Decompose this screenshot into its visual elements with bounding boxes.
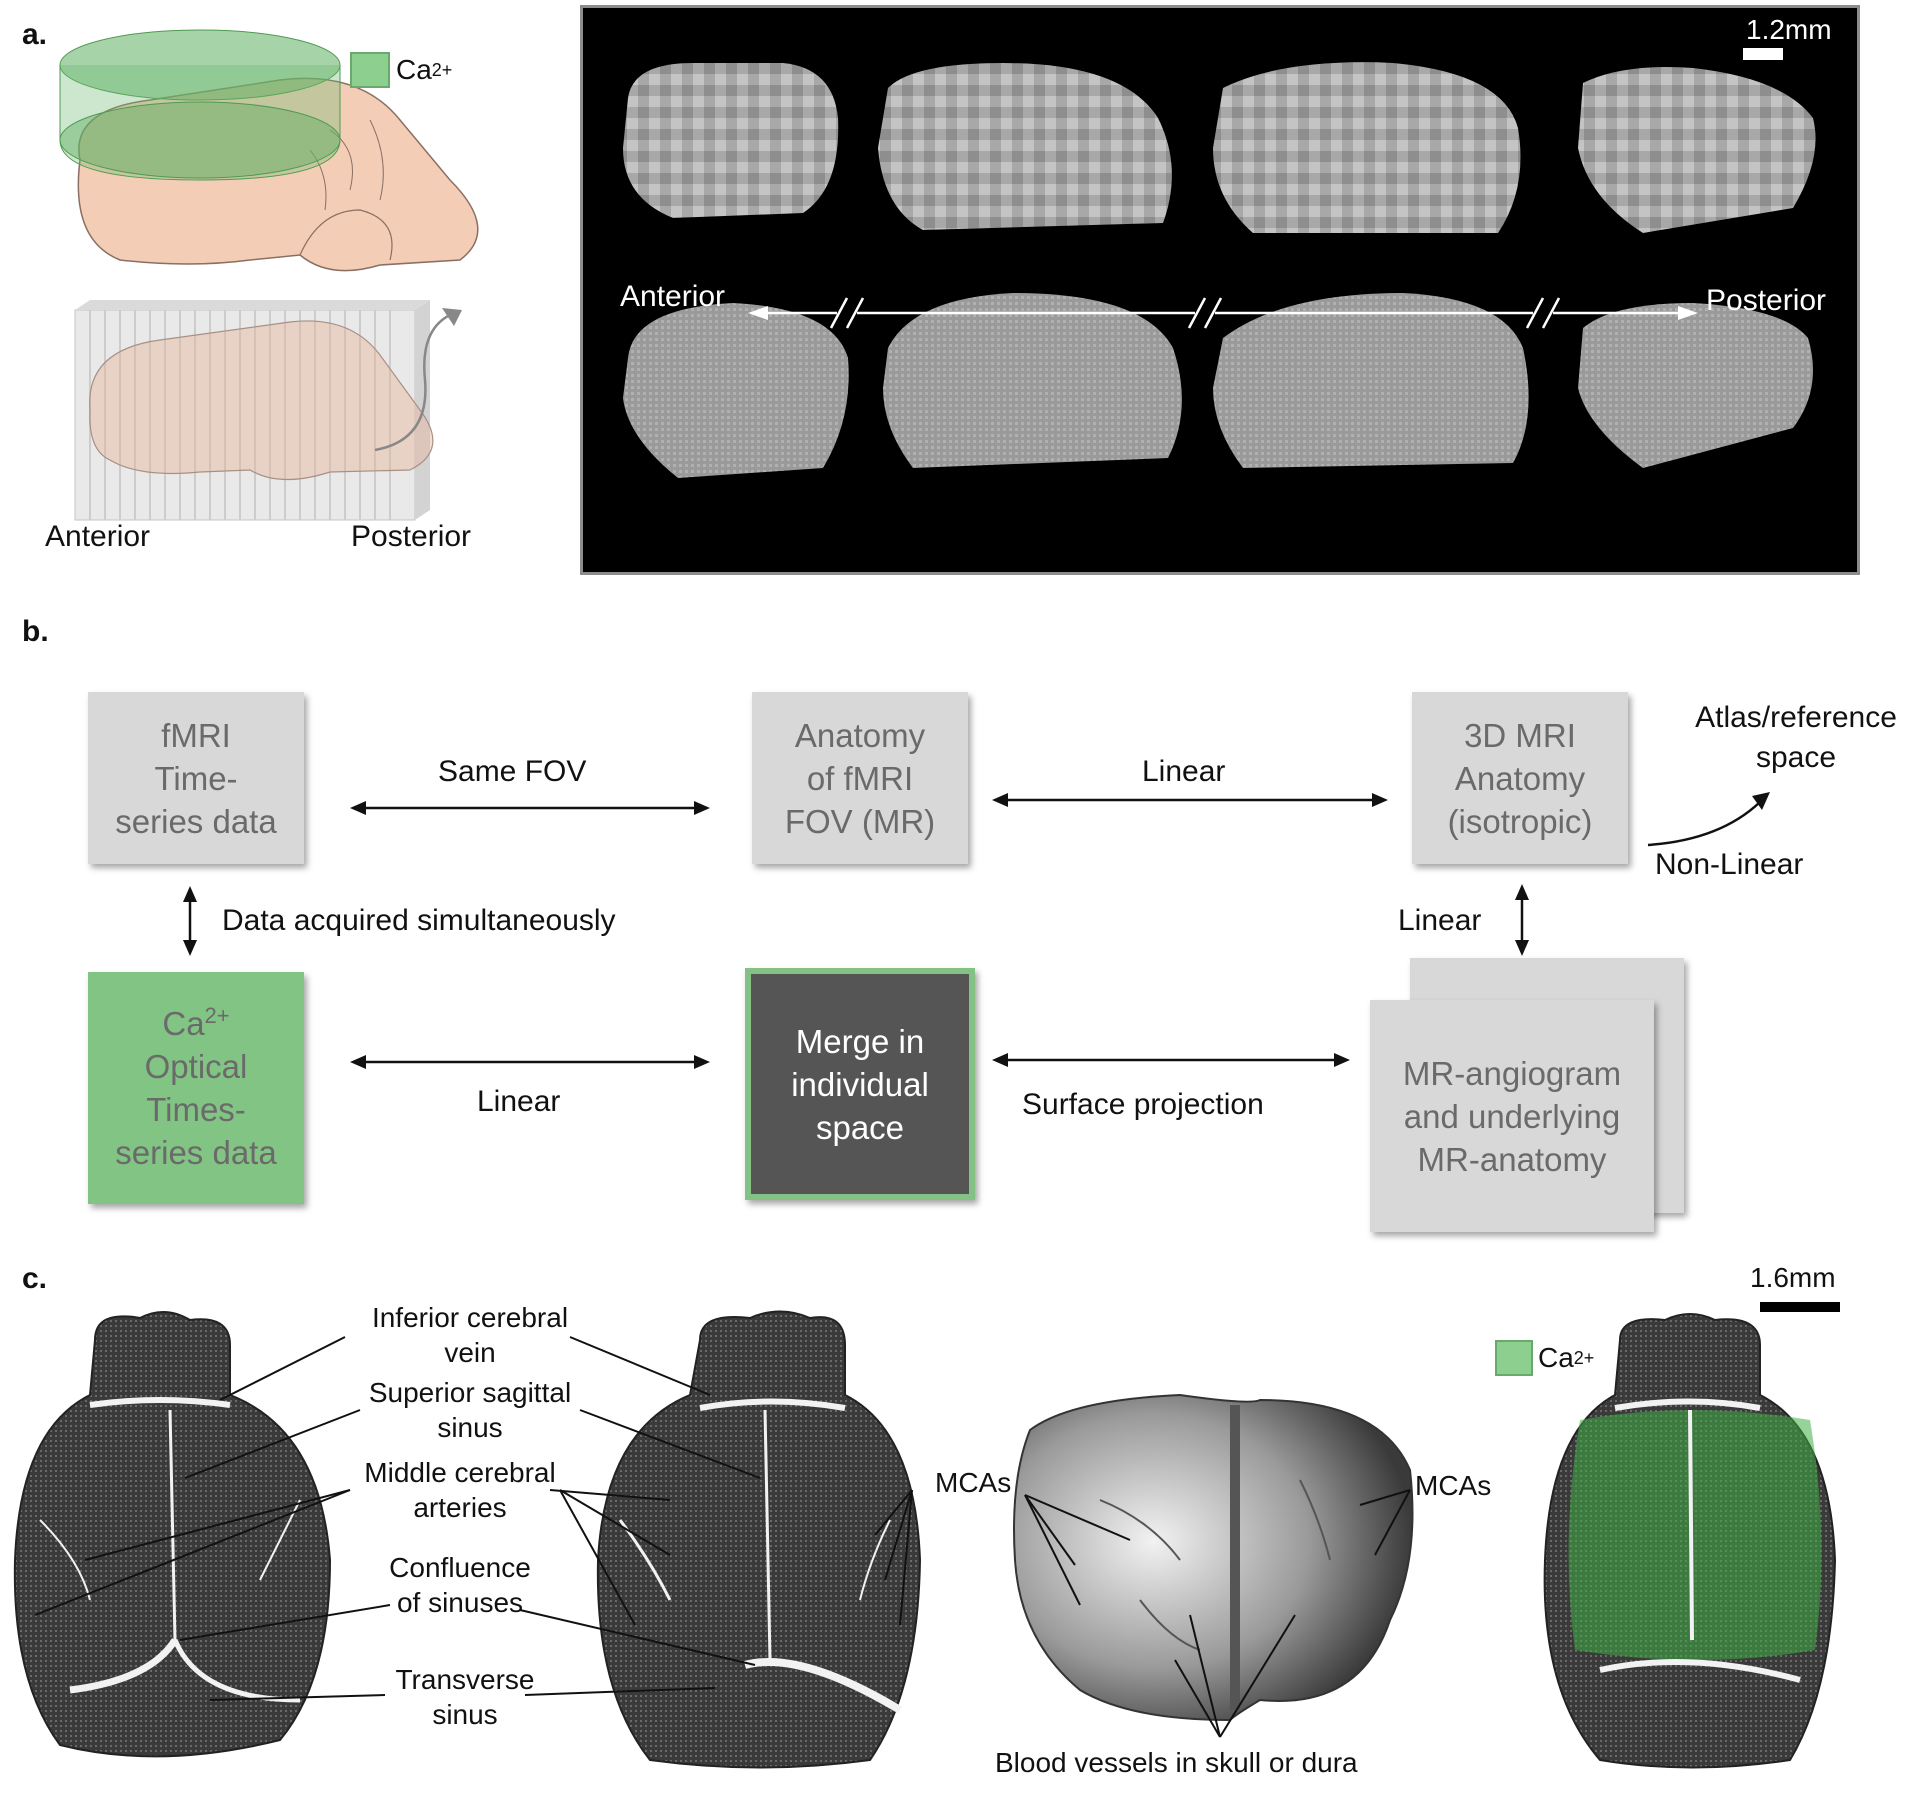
left-anterior-label: Anterior: [45, 520, 151, 553]
box-ca-sup: 2+: [204, 1003, 230, 1028]
label-superior-sagittal-sinus: Superior sagittal sinus: [368, 1377, 572, 1443]
angiogram-brain-2: [596, 1310, 922, 1769]
edge-simultaneous: Data acquired simultaneously: [222, 904, 616, 937]
edge-atlas: Atlas/reference space: [1695, 701, 1897, 774]
box-ca-optical: Ca2+ Optical Times- series data: [88, 972, 304, 1204]
vascular-images: [13, 1302, 1840, 1769]
label-blood-vessels: Blood vessels in skull or dura: [995, 1747, 1358, 1778]
label-mcas-left: MCAs: [935, 1467, 1012, 1498]
ca-legend-label: Ca: [396, 54, 432, 85]
box-fmri-timeseries: fMRI Time- series data: [88, 692, 304, 864]
label-inferior-cerebral-vein: Inferior cerebral vein: [371, 1302, 569, 1368]
box-ca-prefix: Ca: [162, 1005, 205, 1042]
edge-non-linear: Non-Linear: [1655, 848, 1804, 881]
panel-a-label: a.: [22, 18, 48, 51]
workflow-arrows: [183, 792, 1770, 1069]
box-angiogram-text: MR-angiogram and underlying MR-anatomy: [1402, 1054, 1622, 1178]
panel-c-ca-sup: 2+: [1573, 1347, 1595, 1368]
box-anatomy-fov: Anatomy of fMRI FOV (MR): [752, 692, 968, 864]
edge-same-fov: Same FOV: [438, 755, 587, 788]
mri-scale-label: 1.2mm: [1746, 14, 1832, 45]
box-ca-text: Ca2+ Optical Times- series data: [115, 1002, 276, 1174]
panel-c-ca-swatch: [1495, 1340, 1533, 1376]
brain-with-imaging-volume: [59, 29, 479, 272]
panel-c-scale-label: 1.6mm: [1750, 1262, 1836, 1293]
optical-brain: [1013, 1393, 1414, 1722]
box-ca-rest: Optical Times- series data: [115, 1048, 277, 1171]
angiogram-brain-1: [13, 1311, 332, 1758]
box-merge: Merge in individual space: [745, 968, 975, 1200]
box-3d-mri: 3D MRI Anatomy (isotropic): [1412, 692, 1628, 864]
label-confluence-of-sinuses: Confluence of sinuses: [389, 1552, 531, 1618]
fmri-slice-row: [623, 62, 1816, 234]
panel-b-label: b.: [22, 615, 49, 648]
box-3d-mri-text: 3D MRI Anatomy (isotropic): [1447, 716, 1593, 840]
box-fmri-text: fMRI Time- series data: [115, 716, 277, 840]
mri-posterior-label: Posterior: [1706, 284, 1827, 317]
edge-surface-projection: Surface projection: [1022, 1088, 1264, 1121]
edge-linear-right: Linear: [1398, 904, 1482, 937]
box-merge-text: Merge in individual space: [791, 1022, 929, 1146]
label-middle-cerebral-arteries: Middle cerebral arteries: [364, 1457, 556, 1523]
label-mcas-right: MCAs: [1415, 1470, 1492, 1501]
mri-slices: [623, 48, 1816, 478]
annotation-lines: [34, 1336, 1411, 1738]
mri-scale-bar: [1743, 48, 1783, 60]
anterior-posterior-axis: [748, 306, 1698, 320]
coronal-slice-stack: [74, 300, 434, 521]
ca-legend-sup: 2+: [431, 59, 453, 80]
panel-c-ca-label: Ca: [1538, 1342, 1574, 1373]
overlay-brain: [1543, 1313, 1837, 1769]
box-anatomy-fov-text: Anatomy of fMRI FOV (MR): [784, 716, 936, 840]
ca-legend-swatch: [350, 52, 390, 88]
panel-c-scale-bar: [1760, 1302, 1840, 1312]
curved-arrow: [374, 313, 451, 452]
left-posterior-label: Posterior: [351, 520, 472, 553]
anatomy-slice-row: [623, 293, 1813, 478]
edge-linear-top: Linear: [1142, 755, 1226, 788]
box-angiogram: MR-angiogram and underlying MR-anatomy: [1370, 1000, 1654, 1232]
mri-slices-frame: [580, 5, 1860, 575]
mri-anterior-label: Anterior: [620, 280, 726, 313]
edge-linear-bottom: Linear: [477, 1085, 561, 1118]
panel-c-label: c.: [22, 1262, 48, 1295]
label-transverse-sinus: Transverse sinus: [395, 1664, 535, 1730]
mouse-brain-illustration: [59, 29, 479, 521]
